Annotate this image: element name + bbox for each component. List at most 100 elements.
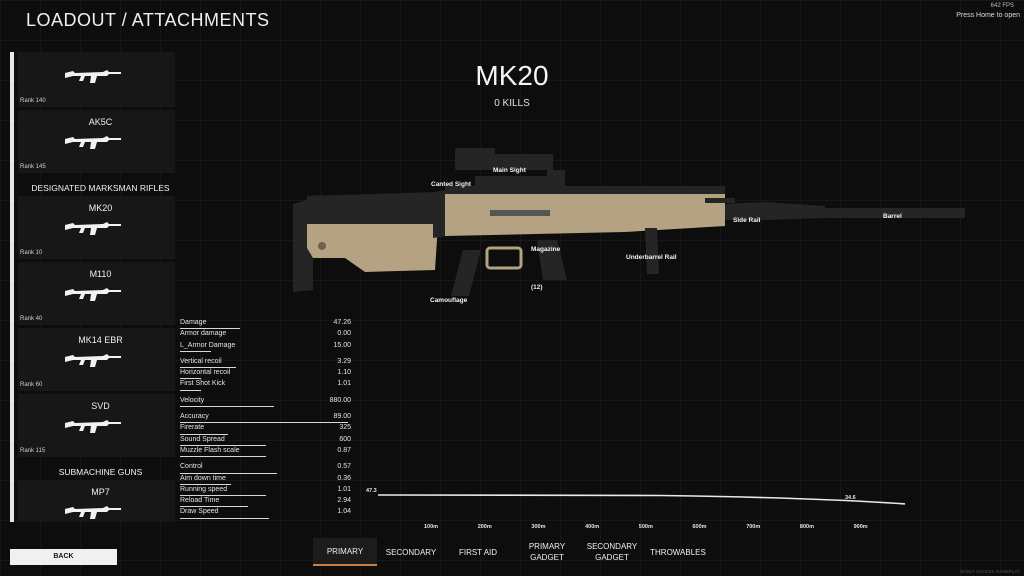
weapon-card[interactable]: AK5C Rank 145 xyxy=(18,110,175,173)
stat-label: Draw Speed xyxy=(180,508,219,516)
rifle-icon xyxy=(63,348,123,370)
stat-label: L_Armor Damage xyxy=(180,341,236,349)
weapon-card-name: MP7 xyxy=(91,487,110,497)
weapon-card[interactable]: Rank 140 xyxy=(18,52,175,107)
weapon-category-header: SUBMACHINE GUNS xyxy=(58,467,143,477)
tab-primary-gadget[interactable]: PRIMARY GADGET xyxy=(528,542,566,562)
stat-bar xyxy=(180,517,269,519)
stat-value: 1.01 xyxy=(337,380,351,388)
weapon-card-name: M110 xyxy=(89,269,112,279)
tab-secondary[interactable]: SECONDARY xyxy=(385,547,437,557)
weapon-card-name: MK20 xyxy=(88,203,113,213)
tab-primary[interactable]: PRIMARY xyxy=(313,538,377,566)
stat-label: First Shot Kick xyxy=(180,380,226,388)
attachment-barrel[interactable]: Barrel xyxy=(883,213,902,220)
stat-row: Accuracy 89.00 xyxy=(180,412,353,424)
falloff-tick-label: 300m xyxy=(531,524,546,530)
rifle-icon xyxy=(63,130,123,152)
stat-label: Horizontal recoil xyxy=(180,369,231,377)
stat-bar xyxy=(180,328,240,330)
stat-row: First Shot Kick 1.01 xyxy=(180,379,353,391)
weapon-card-rank: Rank 115 xyxy=(20,448,46,454)
falloff-tick-label: 600m xyxy=(692,524,707,530)
tab-throwables[interactable]: THROWABLES xyxy=(650,547,706,557)
attachment-main-sight[interactable]: Main Sight xyxy=(493,167,526,174)
attachment-canted-sight[interactable]: Canted Sight xyxy=(431,181,472,188)
falloff-tick-label: 400m xyxy=(585,524,600,530)
rifle-preview: Canted Sight Main Sight Side Rail Barrel… xyxy=(285,140,975,310)
weapon-card[interactable]: MP7 xyxy=(18,480,175,522)
attachment-magazine[interactable]: Magazine xyxy=(531,246,561,253)
falloff-tick-label: 800m xyxy=(799,524,814,530)
falloff-end-label: 34.6 xyxy=(845,495,856,501)
weapon-card-name: AK5C xyxy=(88,117,113,127)
weapon-title: MK20 xyxy=(475,60,549,91)
tab-first-aid[interactable]: FIRST AID xyxy=(458,547,498,557)
rifle-icon xyxy=(63,500,123,522)
falloff-start-label: 47.3 xyxy=(366,488,377,494)
stat-value: 89.00 xyxy=(333,413,351,421)
stat-bar xyxy=(180,350,211,352)
falloff-tick-label: 500m xyxy=(638,524,653,530)
stat-value: 0.36 xyxy=(337,474,351,482)
attachment-side-rail[interactable]: Side Rail xyxy=(733,217,761,224)
stat-label: Damage xyxy=(180,319,207,326)
weapon-category-header: DESIGNATED MARKSMAN RIFLES xyxy=(31,183,170,193)
stat-bar xyxy=(180,389,201,391)
stat-value: 1.01 xyxy=(337,485,351,493)
stat-label: Running speed xyxy=(180,485,228,493)
rifle-icon xyxy=(63,216,123,238)
stat-value: 15.00 xyxy=(333,341,351,349)
stat-bar xyxy=(180,378,201,380)
stat-row: Horizontal recoil 1.10 xyxy=(180,368,353,380)
weapon-card-rank: Rank 140 xyxy=(20,98,46,104)
stat-value: 325 xyxy=(339,424,351,432)
falloff-curve xyxy=(377,494,906,505)
weapon-card-rank: Rank 145 xyxy=(20,164,46,170)
stat-value: 0.00 xyxy=(337,330,351,338)
stat-label: Velocity xyxy=(180,396,205,404)
sidebar-scrollbar[interactable] xyxy=(10,52,14,522)
stat-row: Armor damage 0.00 xyxy=(180,329,353,340)
stat-bar xyxy=(180,433,228,435)
stat-value: 2.94 xyxy=(337,497,351,505)
rifle-icon xyxy=(63,282,123,304)
rifle-icon xyxy=(63,64,123,86)
stat-row: Velocity 880.00 xyxy=(180,396,353,408)
stat-value: 3.29 xyxy=(337,357,351,365)
stat-value: 880.00 xyxy=(329,396,351,404)
stat-label: Sound Spread xyxy=(180,435,225,443)
falloff-tick-label: 900m xyxy=(853,524,868,530)
stat-label: Armor damage xyxy=(180,330,227,338)
attachment-underbarrel-rail[interactable]: Underbarrel Rail xyxy=(626,254,677,261)
back-button[interactable]: BACK xyxy=(10,549,117,565)
stat-value: 47.26 xyxy=(333,319,351,326)
attachment-camouflage[interactable]: Camouflage xyxy=(430,297,468,304)
stat-bar xyxy=(180,444,266,446)
stat-row: Aim down time 0.36 xyxy=(180,474,353,485)
falloff-tick-label: 700m xyxy=(746,524,761,530)
stat-bar xyxy=(180,422,348,424)
weapon-card-rank: Rank 60 xyxy=(20,382,43,388)
menu-hint: Press Home to open xyxy=(956,12,1020,19)
weapon-card[interactable]: MK14 EBR Rank 60 xyxy=(18,328,175,391)
stat-label: Accuracy xyxy=(180,413,209,421)
stat-label: Aim down time xyxy=(180,474,226,482)
tab-secondary-gadget[interactable]: SECONDARY GADGET xyxy=(586,542,638,562)
magazine-count: (12) xyxy=(531,284,543,291)
stat-label: Muzzle Flash scale xyxy=(180,446,240,454)
stat-value: 1.10 xyxy=(337,369,351,377)
stat-bar xyxy=(180,456,266,458)
weapon-card-name: MK14 EBR xyxy=(78,335,123,345)
